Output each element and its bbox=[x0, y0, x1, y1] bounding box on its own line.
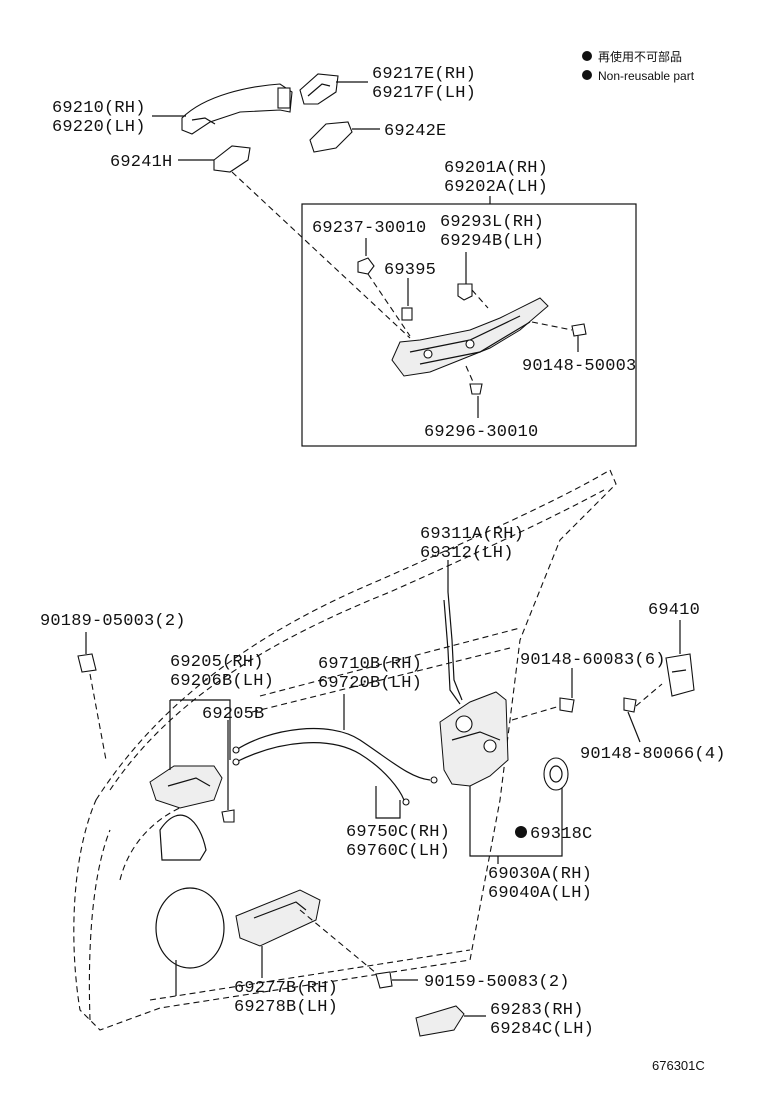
screw bbox=[571, 323, 587, 337]
label-90148-50003: 90148-50003 bbox=[522, 357, 636, 376]
legend-en: Non-reusable part bbox=[598, 69, 695, 83]
door-lock-assembly bbox=[439, 691, 509, 787]
label-90159: 90159-50083(2) bbox=[424, 973, 570, 992]
label-69040a: 69040A(LH) bbox=[488, 884, 592, 903]
label-69311a: 69311A(RH) bbox=[420, 525, 524, 544]
handle-pad bbox=[309, 121, 353, 153]
clip-90189 bbox=[77, 653, 97, 673]
cover bbox=[415, 1005, 465, 1037]
label-69237: 69237-30010 bbox=[312, 219, 426, 238]
legend: 再使用不可部品 Non-reusable part bbox=[582, 49, 695, 83]
label-69720b: 69720B(LH) bbox=[318, 674, 422, 693]
label-69277b: 69277B(RH) bbox=[234, 979, 338, 998]
label-90148-80066: 90148-80066(4) bbox=[580, 745, 726, 764]
label-69205b: 69205B bbox=[202, 705, 264, 724]
label-69278b: 69278B(LH) bbox=[234, 998, 338, 1017]
label-69283: 69283(RH) bbox=[490, 1001, 584, 1020]
bolt bbox=[469, 383, 483, 395]
label-69760c: 69760C(LH) bbox=[346, 842, 450, 861]
outside-handle bbox=[181, 83, 293, 135]
diagram-code: 676301C bbox=[652, 1058, 705, 1073]
legend-dot-icon bbox=[582, 51, 592, 61]
label-69750c: 69750C(RH) bbox=[346, 823, 450, 842]
label-69284c: 69284C(LH) bbox=[490, 1020, 594, 1039]
label-69242e: 69242E bbox=[384, 122, 446, 141]
striker bbox=[665, 653, 695, 697]
label-69318c: 69318C bbox=[530, 825, 592, 844]
grommet bbox=[543, 757, 569, 791]
handle-frame bbox=[391, 297, 549, 377]
label-69241h: 69241H bbox=[110, 153, 172, 172]
bezel bbox=[235, 889, 321, 947]
legend-jp: 再使用不可部品 bbox=[598, 49, 682, 64]
bezel-screw bbox=[375, 971, 393, 989]
label-69294b: 69294B(LH) bbox=[440, 232, 544, 251]
label-69217e: 69217E(RH) bbox=[372, 65, 476, 84]
striker-screw bbox=[623, 697, 637, 713]
label-69210: 69210(RH) bbox=[52, 99, 146, 118]
label-69296: 69296-30010 bbox=[424, 423, 538, 442]
frame-box bbox=[301, 203, 637, 447]
label-69312: 69312(LH) bbox=[420, 544, 514, 563]
inside-handle bbox=[149, 765, 223, 809]
label-69030a: 69030A(RH) bbox=[488, 865, 592, 884]
label-90148-60083: 90148-60083(6) bbox=[520, 651, 666, 670]
door-cables bbox=[232, 727, 438, 806]
label-69206b: 69206B(LH) bbox=[170, 672, 274, 691]
lock-screw bbox=[559, 697, 575, 713]
bracket bbox=[457, 283, 473, 301]
label-69202a: 69202A(LH) bbox=[444, 178, 548, 197]
handle-pad-small bbox=[213, 145, 251, 173]
legend-dot-icon bbox=[582, 70, 592, 80]
label-69395: 69395 bbox=[384, 261, 436, 280]
clip bbox=[401, 307, 413, 321]
label-69293l: 69293L(RH) bbox=[440, 213, 544, 232]
handle-cap bbox=[299, 73, 339, 105]
label-69220: 69220(LH) bbox=[52, 118, 146, 137]
label-90189: 90189-05003(2) bbox=[40, 612, 186, 631]
lock-rod bbox=[447, 591, 463, 701]
label-69710b: 69710B(RH) bbox=[318, 655, 422, 674]
label-69410: 69410 bbox=[648, 601, 700, 620]
door-outline bbox=[73, 469, 617, 1031]
non-reusable-dot-icon bbox=[515, 826, 527, 838]
label-69217f: 69217F(LH) bbox=[372, 84, 476, 103]
nut bbox=[357, 257, 375, 275]
handle-screw bbox=[221, 809, 235, 823]
label-69201a: 69201A(RH) bbox=[444, 159, 548, 178]
label-69205: 69205(RH) bbox=[170, 653, 264, 672]
